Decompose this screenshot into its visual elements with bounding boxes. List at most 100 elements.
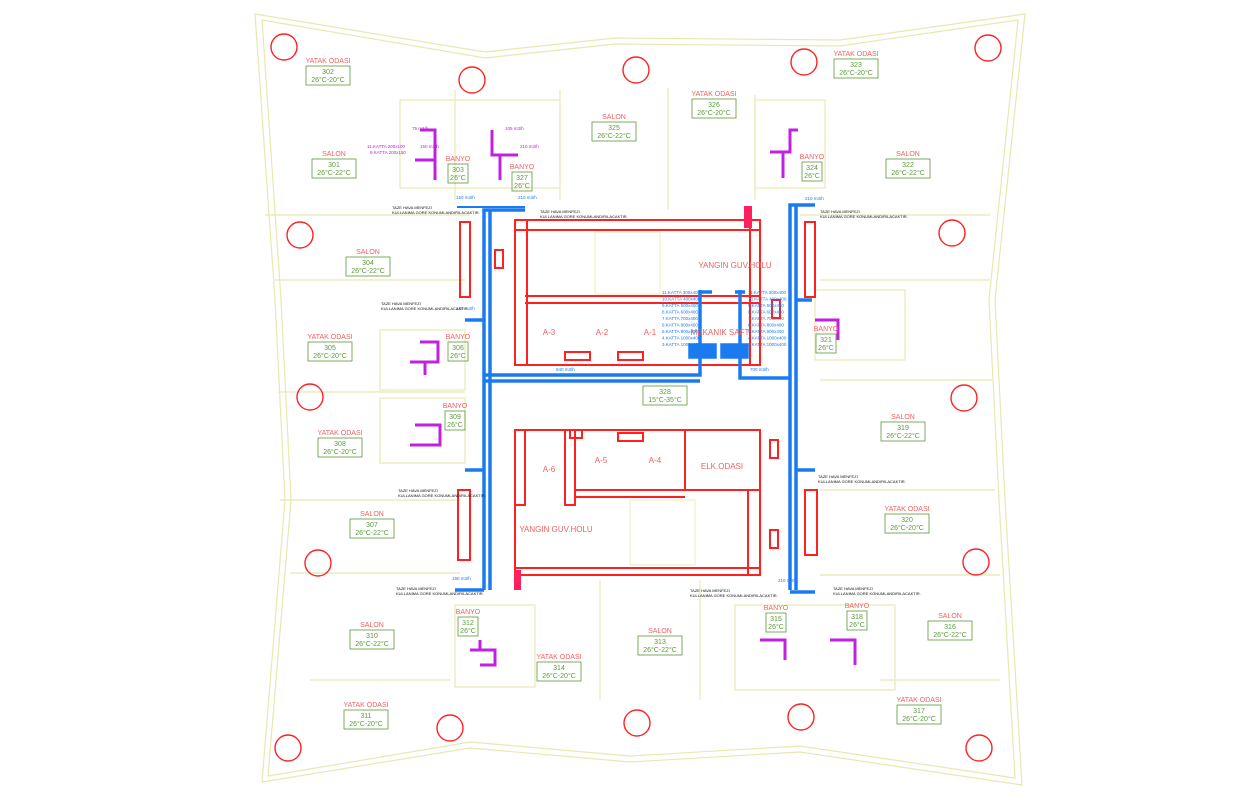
note-line-2: KULLANIMA GORE KONUMLANDIRILACAKTIR. [690,593,778,598]
core-room-label: A-1 [644,328,657,337]
room-tag-box [305,65,351,86]
room-number: 309 [449,414,461,421]
room-temperature: 26°C-22°C [643,646,677,654]
shaft-floor-label-right: 9.KATTA 500x400 [748,303,784,308]
shaft-floor-label-right: 10.KATTA 400x400 [748,297,787,302]
room-name: BANYO [510,164,535,171]
room-temperature: 26°C-20°C [323,448,357,456]
room-tag-box [457,616,479,637]
note-line-1: TAZE HAVA MENFEZI [381,301,421,306]
exhaust-label: 11.KATTA 200x100 [367,144,406,149]
room-number: 314 [553,665,565,672]
column-marker [790,48,818,76]
room-tag-box [343,709,389,730]
room-name: BANYO [443,403,468,410]
room-temperature: 26°C-20°C [311,76,345,84]
shaft-floor-label-right: 7.KATTA 700x400 [748,316,784,321]
note-line-2: KULLANIMA GORE KONUMLANDIRILACAKTIR. [818,479,906,484]
exhaust-label: 150 m3/h [420,144,439,149]
exhaust-label: 9.KATTA 200x150 [370,150,406,155]
note-line-2: KULLANIMA GORE KONUMLANDIRILACAKTIR. [396,591,484,596]
room-name: YATAK ODASI [691,91,736,98]
duct-flow-label: 150 m3/h [456,306,475,311]
room-temperature: 26°C-20°C [890,524,924,532]
shaft-floor-label-left: 5.KATTA 900x400 [662,329,698,334]
room-number: 322 [902,162,914,169]
room-tag-box [349,629,395,650]
column-marker [623,709,651,737]
room-temperature: 26°C [450,352,466,360]
shaft-floor-label-left: 11.KATTA 300x400 [662,290,701,295]
room-tag-box [345,256,391,277]
core-room-label: A-2 [596,328,609,337]
column-marker [787,703,815,731]
stairs [594,231,696,566]
room-temperature: 26°C [447,421,463,429]
room-tag-box [880,421,926,442]
room-temperature: 26°C [849,621,865,629]
room-temperature: 26°C-22°C [355,640,389,648]
note-line-1: TAZE HAVA MENFEZI [392,205,432,210]
room-name: SALON [896,151,920,158]
note-line-1: TAZE HAVA MENFEZI [690,588,730,593]
note-line-1: TAZE HAVA MENFEZI [833,586,873,591]
duct-flow-label: 210 m3/h [805,196,824,201]
exhaust-label: 75 m3/h [412,126,429,131]
room-tag-box [349,518,395,539]
room-number: 318 [851,614,863,621]
room-temperature: 15°C-35°C [648,396,682,404]
room-tag-box [311,158,357,179]
room-temperature: 26°C-20°C [697,109,731,117]
duct-flow-label: 210 m3/h [778,578,797,583]
duct-flow-label: 700 m3/h [750,367,769,372]
room-name: YATAK ODASI [896,697,941,704]
note-line-1: TAZE HAVA MENFEZI [818,474,858,479]
room-temperature: 26°C-20°C [313,352,347,360]
room-name: YATAK ODASI [884,506,929,513]
shaft-floor-label-right: 4.KATTA 1000x400 [748,336,787,341]
room-temperature: 26°C-22°C [351,267,385,275]
room-temperature: 26°C [450,174,466,182]
room-tag-box [637,635,683,656]
column-marker [270,33,298,61]
shaft-floor-label-right: 6.KATTA 800x400 [748,323,784,328]
core-room-label: YANGIN GUV.HOLU [698,261,772,270]
room-name: BANYO [456,609,481,616]
room-temperature: 26°C [818,344,834,352]
column-marker [304,549,332,577]
shaft-floor-label-right: 3.KATTA 1000x400 [748,342,787,347]
room-tag-box [815,333,837,354]
note-line-2: KULLANIMA GORE KONUMLANDIRILACAKTIR. [398,493,486,498]
room-temperature: 26°C [768,623,784,631]
shaft-floor-label-left: 7.KATTA 700x400 [662,316,698,321]
shaft-floor-label-left: 8.KATTA 600x400 [662,310,698,315]
shaft-floor-label-right: 5.KATTA 900x400 [748,329,784,334]
room-number: 319 [897,425,909,432]
room-name: YATAK ODASI [305,58,350,65]
duct-flow-label: 210 m3/h [518,195,537,200]
note-line-2: KULLANIMA GORE KONUMLANDIRILACAKTIR. [540,214,628,219]
room-name: BANYO [845,603,870,610]
room-temperature: 26°C-22°C [355,529,389,537]
room-name: YATAK ODASI [307,334,352,341]
core-room-label: MEKANIK SAFT [691,328,750,337]
room-number: 328 [659,389,671,396]
room-name: SALON [360,622,384,629]
room-tag-box [691,98,737,119]
room-number: 326 [708,102,720,109]
room-number: 304 [362,260,374,267]
room-tag-box [896,704,942,725]
